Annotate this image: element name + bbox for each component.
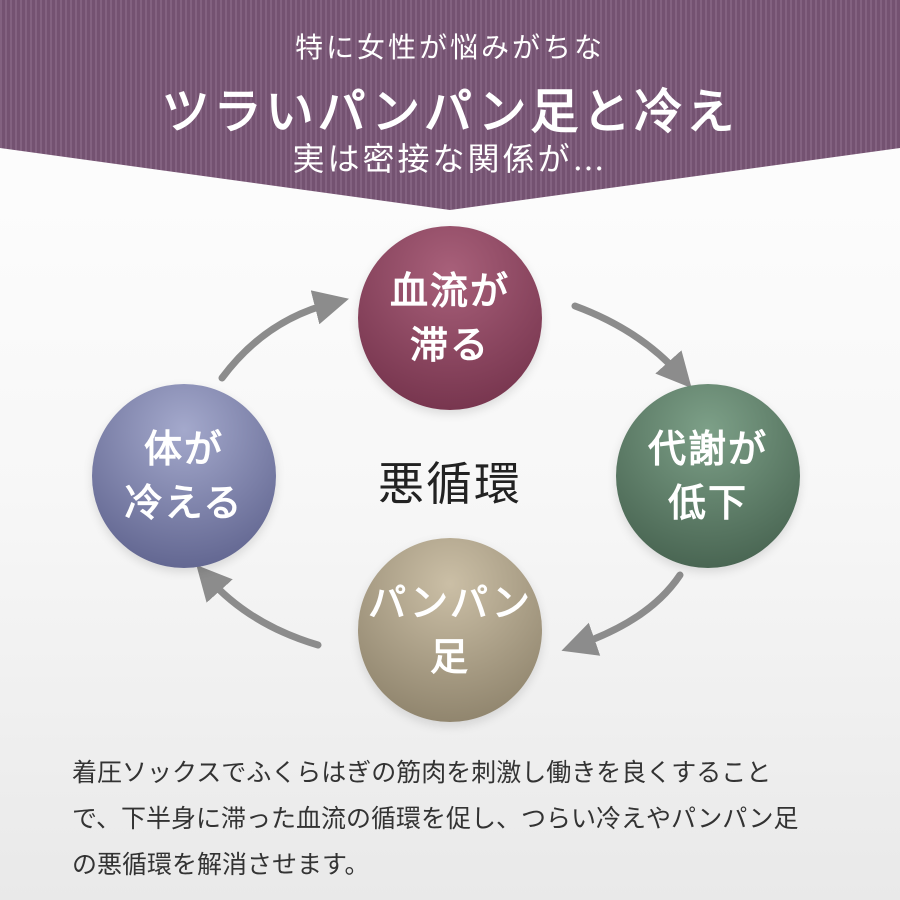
step-label-line1: パンパン bbox=[368, 580, 532, 625]
step-label-line2: 冷える bbox=[124, 480, 244, 525]
description-line: で、下半身に滞った血流の循環を促し、つらい冷えやパンパン足 bbox=[72, 804, 799, 833]
arrow-top-to-right bbox=[571, 302, 692, 389]
cycle-step-cold-body: 体が 冷える bbox=[92, 384, 276, 568]
arrow-left-to-top bbox=[218, 290, 349, 382]
step-label-line2: 低下 bbox=[667, 480, 748, 525]
banner-title: ツラいパンパン足と冷え bbox=[161, 84, 739, 140]
step-label-line1: 体が bbox=[143, 426, 224, 471]
description-text: 着圧ソックスでふくらはぎの筋肉を刺激し働きを良くすること で、下半身に滞った血流… bbox=[72, 750, 852, 888]
banner-subtitle: 特に女性が悩みがちな bbox=[294, 31, 605, 64]
step-label-line1: 代謝が bbox=[647, 426, 768, 471]
description-line: 着圧ソックスでふくらはぎの筋肉を刺激し働きを良くすること bbox=[72, 758, 772, 787]
step-label-line2: 滞る bbox=[409, 322, 490, 367]
vicious-cycle-label: 悪循環 bbox=[378, 457, 522, 511]
arrow-bottom-to-left bbox=[196, 564, 322, 649]
cycle-step-blood-flow: 血流が 滞る bbox=[358, 226, 542, 410]
arrow-right-to-bottom bbox=[561, 571, 684, 656]
step-label-line1: 血流が bbox=[389, 268, 510, 313]
step-label-line2: 足 bbox=[429, 634, 470, 679]
cycle-step-swollen-legs: パンパン 足 bbox=[358, 538, 542, 722]
cycle-step-metabolism: 代謝が 低下 bbox=[616, 384, 800, 568]
description-line: の悪循環を解消させます。 bbox=[72, 850, 370, 879]
banner-tagline: 実は密接な関係が… bbox=[292, 140, 608, 178]
